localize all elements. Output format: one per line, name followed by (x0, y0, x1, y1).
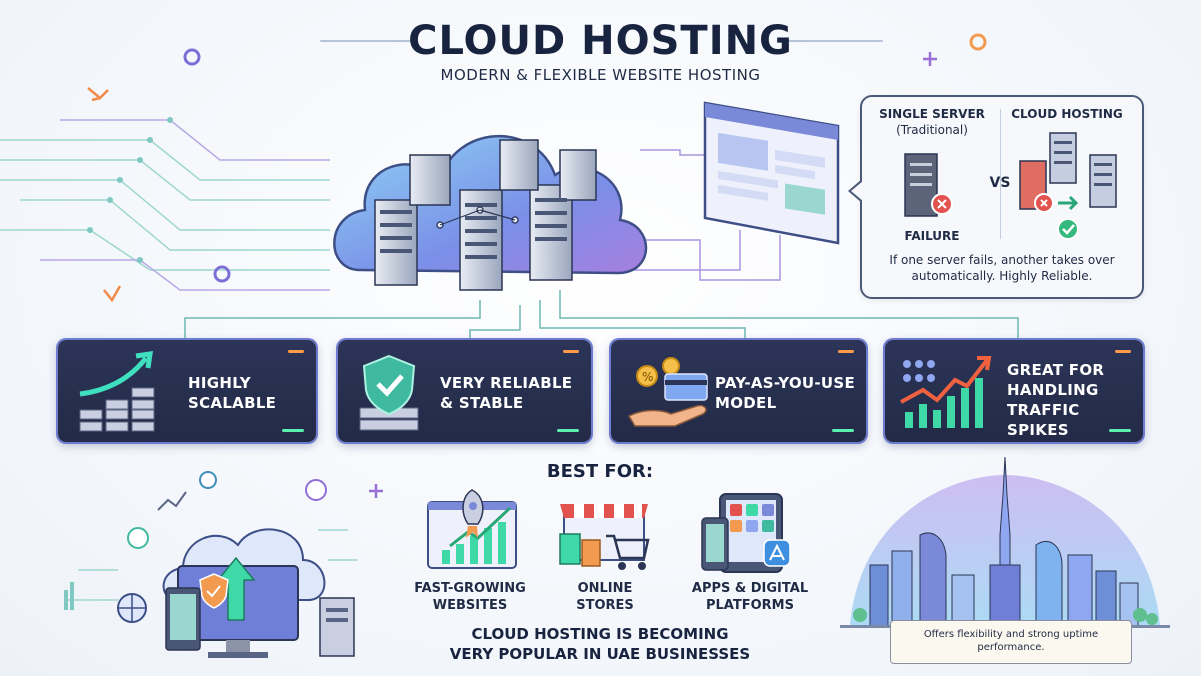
feature-4-line1: GREAT FOR (1007, 361, 1105, 379)
feature-3-line2: MODEL (715, 394, 777, 412)
uptime-banner: Offers flexibility and strong uptime per… (890, 620, 1132, 664)
feature-card-scalable: HIGHLY SCALABLE (58, 340, 316, 442)
best-for-item-1: FAST-GROWING WEBSITES (405, 580, 535, 614)
feature-4-line2: HANDLING (1007, 381, 1099, 399)
vs-label: VS (989, 175, 1011, 191)
feature-card-traffic: GREAT FOR HANDLING TRAFFIC SPIKES (885, 340, 1143, 442)
failure-label: FAILURE (904, 229, 960, 243)
banner-line-2: performance. (977, 642, 1045, 653)
comparison-panel: SINGLE SERVER (Traditional) CLOUD HOSTIN… (848, 95, 1144, 299)
page-title: CLOUD HOSTING (408, 18, 793, 64)
single-server-icon (904, 153, 953, 217)
page-subtitle: MODERN & FLEXIBLE WEBSITE HOSTING (440, 66, 761, 84)
feature-2-line1: VERY RELIABLE (440, 374, 573, 392)
single-server-subtitle: (Traditional) (896, 123, 968, 137)
cloud-hosting-title: CLOUD HOSTING (1011, 107, 1123, 121)
cloud-servers-icon (1019, 132, 1117, 240)
cloud-servers-illustration (333, 135, 648, 291)
footer-line-2: VERY POPULAR IN UAE BUSINESSES (449, 645, 751, 663)
feature-label-2: VERY RELIABLE & STABLE (440, 373, 572, 413)
single-server-title: SINGLE SERVER (879, 107, 985, 121)
title-line-right (788, 40, 883, 42)
feature-2-line2: & STABLE (440, 394, 524, 412)
best-for-1-line2: WEBSITES (432, 598, 508, 613)
best-for-3-line2: PLATFORMS (706, 598, 794, 613)
panel-divider (1000, 109, 1001, 239)
best-for-3-line1: APPS & DIGITAL (691, 581, 809, 596)
best-for-item-3: APPS & DIGITAL PLATFORMS (680, 580, 820, 614)
feature-label-3: PAY-AS-YOU-USE MODEL (715, 373, 855, 413)
comparison-desc-2: automatically. Highly Reliable. (911, 269, 1093, 283)
best-for-2-line1: ONLINE (577, 581, 633, 596)
comparison-desc-1: If one server fails, another takes over (889, 253, 1115, 267)
title-line-left (320, 40, 415, 42)
shop-cart-icon (559, 504, 650, 570)
feature-label-4: GREAT FOR HANDLING TRAFFIC SPIKES (1007, 360, 1143, 440)
feature-1-line2: SCALABLE (188, 394, 277, 412)
shield-check-icon (359, 354, 419, 431)
footer-line-1: CLOUD HOSTING IS BECOMING (471, 625, 729, 643)
browser-window-icon (703, 101, 840, 245)
best-for-2-line2: STORES (576, 598, 634, 613)
feature-4-line3: TRAFFIC SPIKES (1007, 401, 1080, 439)
feature-1-line1: HIGHLY (188, 374, 251, 392)
best-for-1-line1: FAST-GROWING (414, 581, 526, 596)
gear-icon (183, 48, 201, 66)
banner-line-1: Offers flexibility and strong uptime (923, 629, 1099, 640)
svg-text:%: % (642, 370, 653, 384)
best-for-item-2: ONLINE STORES (545, 580, 665, 614)
city-skyline-illustration (840, 456, 1170, 628)
cloud-computer-illustration (64, 471, 358, 658)
growth-chart-icon (79, 351, 155, 432)
traffic-chart-icon (900, 356, 992, 428)
devices-icon (701, 493, 791, 573)
feature-3-line1: PAY-AS-YOU-USE (715, 374, 856, 392)
rocket-icon (427, 489, 517, 569)
feature-label-1: HIGHLY SCALABLE (188, 373, 276, 413)
feature-card-reliable: VERY RELIABLE & STABLE (338, 340, 591, 442)
best-for-heading: BEST FOR: (546, 461, 654, 482)
payment-hand-icon: % (627, 357, 708, 427)
feature-card-payg: % PAY-AS-YOU-USE MODEL (611, 340, 866, 442)
